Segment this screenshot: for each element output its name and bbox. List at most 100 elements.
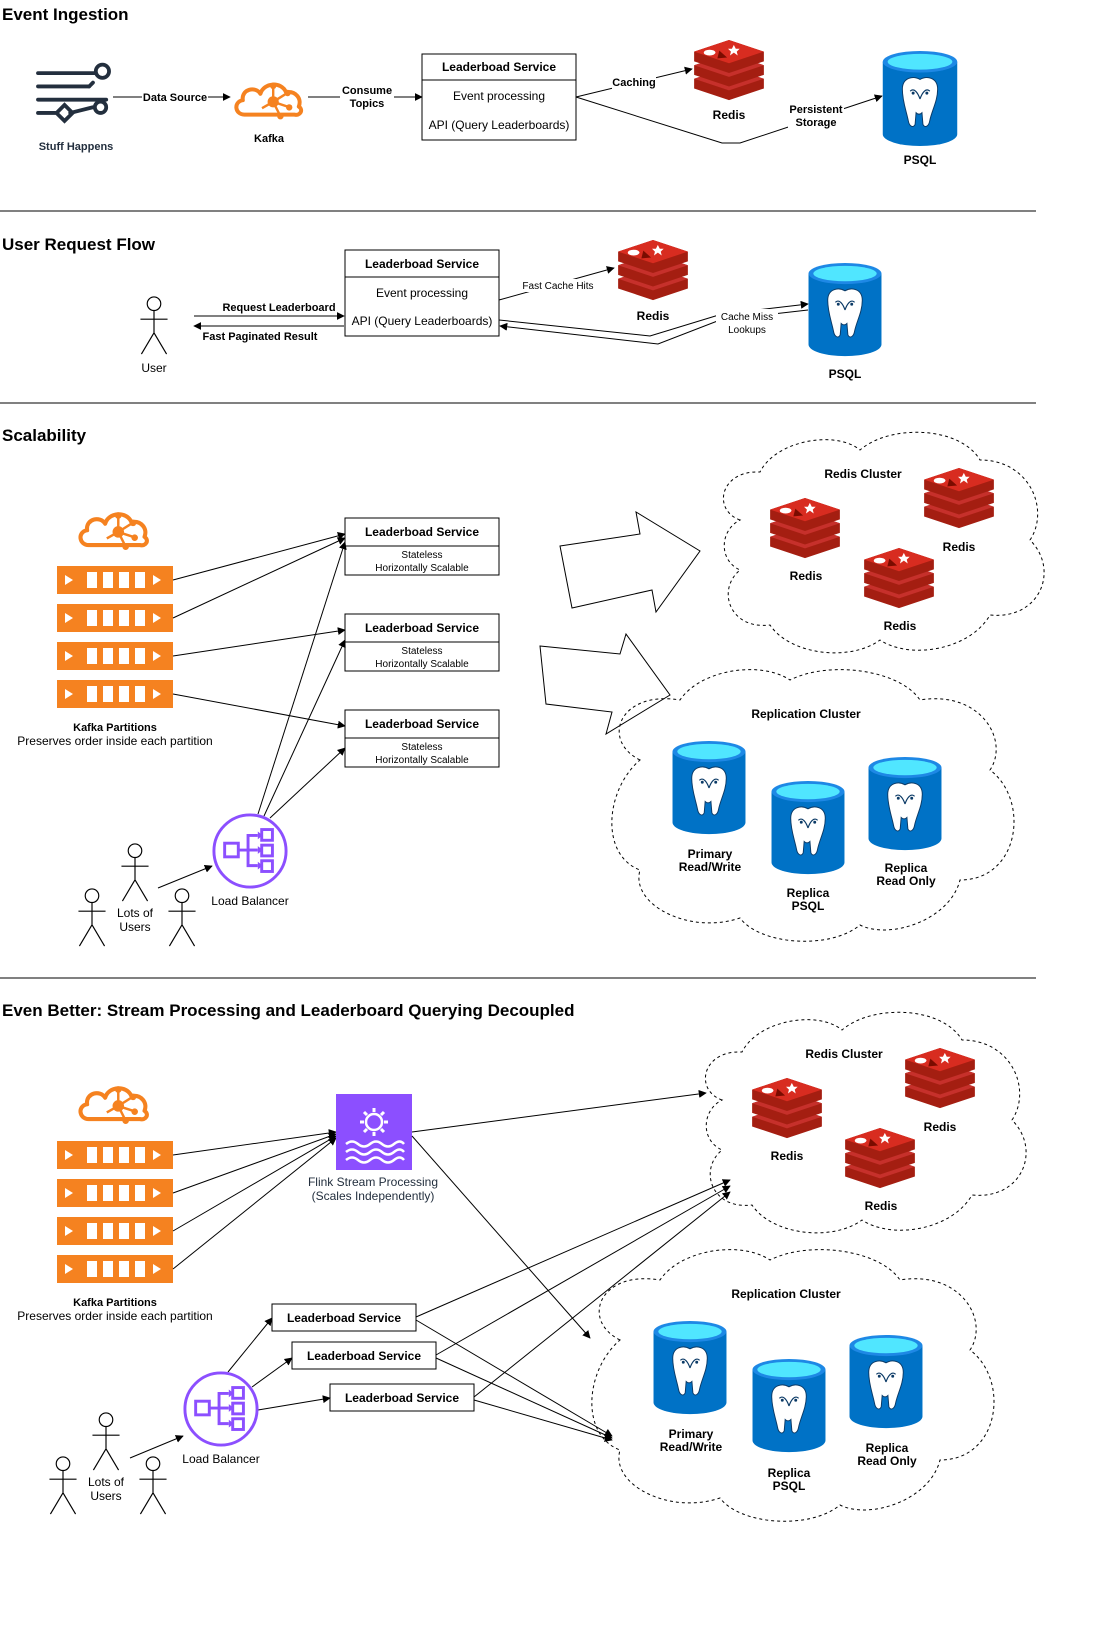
psql-primary-icon xyxy=(671,740,747,835)
kafka-partitions-note: Preserves order inside each partition xyxy=(17,734,212,748)
service-title: Leaderboad Service xyxy=(287,1311,401,1325)
psql-icon xyxy=(807,262,883,357)
redis-icon xyxy=(924,468,994,529)
section-title-user-flow: User Request Flow xyxy=(2,235,156,254)
kafka-partition-4 xyxy=(57,1255,173,1283)
edge-service2-redis xyxy=(435,1185,731,1356)
edge-label-lookups: Lookups xyxy=(728,325,766,336)
edge-service2-psql xyxy=(435,1357,613,1439)
load-balancer-icon xyxy=(183,1371,259,1447)
service-line-event-processing: Event processing xyxy=(453,89,545,103)
users-label-2: Users xyxy=(90,1489,121,1503)
replica-ro-label-2: Read Only xyxy=(857,1454,917,1468)
service-title: Leaderboad Service xyxy=(365,621,479,635)
kafka-partition-2 xyxy=(57,604,173,632)
user-figure xyxy=(77,888,107,947)
psql-replica-icon xyxy=(770,780,846,875)
leaderboard-service-3: Leaderboad Service xyxy=(329,1383,475,1412)
leaderboard-service-box: Leaderboad Service Event processing API … xyxy=(344,249,500,337)
leaderboard-service-1: Leaderboad Service Stateless Horizontall… xyxy=(344,517,500,576)
edge-service3-psql xyxy=(473,1399,613,1442)
psql-replica-icon xyxy=(751,1358,827,1453)
replication-cluster-label: Replication Cluster xyxy=(731,1287,841,1301)
primary-label-1: Primary xyxy=(688,847,733,861)
service-line-event-processing: Event processing xyxy=(376,286,468,300)
edge-label-result: Fast Paginated Result xyxy=(203,331,318,343)
edge-label-storage: Storage xyxy=(796,117,837,129)
replica-ro-label-1: Replica xyxy=(866,1441,909,1455)
psql-replica-readonly-icon xyxy=(867,756,943,851)
replica-psql-label-2: PSQL xyxy=(792,899,825,913)
redis-icon xyxy=(905,1048,975,1109)
edge-lb-service1 xyxy=(257,541,347,815)
service-line-stateless: Stateless xyxy=(401,646,442,657)
section-decoupled: Even Better: Stream Processing and Leade… xyxy=(2,1001,1027,1522)
edge-label-consume: Consume xyxy=(342,85,392,97)
kafka-partition-3 xyxy=(57,1217,173,1245)
flink-label-1: Flink Stream Processing xyxy=(308,1175,438,1189)
replication-cluster-label: Replication Cluster xyxy=(751,707,861,721)
kafka-partition-1 xyxy=(57,1141,173,1169)
leaderboard-service-2: Leaderboad Service xyxy=(291,1341,437,1370)
section-title-ingestion: Event Ingestion xyxy=(2,5,129,24)
edge-partition4-service3 xyxy=(172,693,346,729)
psql-icon xyxy=(882,50,958,147)
kafka-partitions-note: Preserves order inside each partition xyxy=(17,1309,212,1323)
kafka-label: Kafka xyxy=(254,133,285,145)
edge-lb-service2 xyxy=(263,639,346,817)
redis-label: Redis xyxy=(943,540,976,554)
edge-partition1-flink xyxy=(172,1129,337,1156)
kafka-icon xyxy=(81,512,147,550)
edge-partition2-service1 xyxy=(172,537,346,619)
edge-label-persistent: Persistent xyxy=(789,104,843,116)
user-figure xyxy=(167,888,197,947)
service-title: Leaderboad Service xyxy=(365,257,479,271)
service-line-scalable: Horizontally Scalable xyxy=(375,563,469,574)
user-figure xyxy=(120,843,150,902)
user-figure xyxy=(48,1456,78,1515)
edge-partition3-service2 xyxy=(172,627,346,657)
kafka-partitions-label: Kafka Partitions xyxy=(73,1297,157,1309)
edge-lb-service1 xyxy=(227,1317,273,1373)
kafka-icon xyxy=(236,83,301,120)
redis-label: Redis xyxy=(713,108,746,122)
load-balancer-label: Load Balancer xyxy=(211,894,288,908)
leaderboard-service-2: Leaderboad Service Stateless Horizontall… xyxy=(344,613,500,672)
replication-cluster-cloud xyxy=(591,1249,995,1522)
service-title: Leaderboad Service xyxy=(365,717,479,731)
users-label-2: Users xyxy=(119,920,150,934)
redis-icon xyxy=(845,1128,915,1189)
service-line-stateless: Stateless xyxy=(401,550,442,561)
redis-label: Redis xyxy=(884,619,917,633)
load-balancer-label: Load Balancer xyxy=(182,1452,259,1466)
redis-label: Redis xyxy=(924,1120,957,1134)
redis-label: Redis xyxy=(637,309,670,323)
service-title: Leaderboad Service xyxy=(307,1349,421,1363)
edge-flink-redis xyxy=(411,1089,707,1133)
primary-label-1: Primary xyxy=(669,1427,714,1441)
edge-partition2-flink xyxy=(172,1132,337,1194)
edge-lb-service3 xyxy=(257,1395,331,1411)
flink-icon xyxy=(336,1094,412,1170)
service-line-stateless: Stateless xyxy=(401,742,442,753)
psql-label: PSQL xyxy=(904,153,937,167)
leaderboard-service-1: Leaderboad Service xyxy=(271,1303,417,1332)
redis-icon xyxy=(864,548,934,609)
redis-label: Redis xyxy=(865,1199,898,1213)
kafka-partition-4 xyxy=(57,680,173,708)
redis-icon xyxy=(752,1078,822,1139)
psql-label: PSQL xyxy=(829,367,862,381)
edge-lb-service2 xyxy=(251,1357,293,1388)
redis-cluster-label: Redis Cluster xyxy=(805,1047,883,1061)
service-title: Leaderboad Service xyxy=(365,525,479,539)
edge-partition1-service1 xyxy=(172,531,346,581)
section-scalability: Scalability Kafka Partitions Preserves o… xyxy=(2,426,1045,947)
edge-service1-psql xyxy=(415,1319,613,1437)
section-user-request-flow: User Request Flow User Request Leaderboa… xyxy=(2,235,883,381)
service-line-api: API (Query Leaderboards) xyxy=(429,118,570,132)
kafka-partition-3 xyxy=(57,642,173,670)
primary-label-2: Read/Write xyxy=(679,860,742,874)
service-title: Leaderboad Service xyxy=(442,60,556,74)
psql-replica-readonly-icon xyxy=(848,1334,924,1429)
edge-users-lb xyxy=(129,1435,184,1459)
